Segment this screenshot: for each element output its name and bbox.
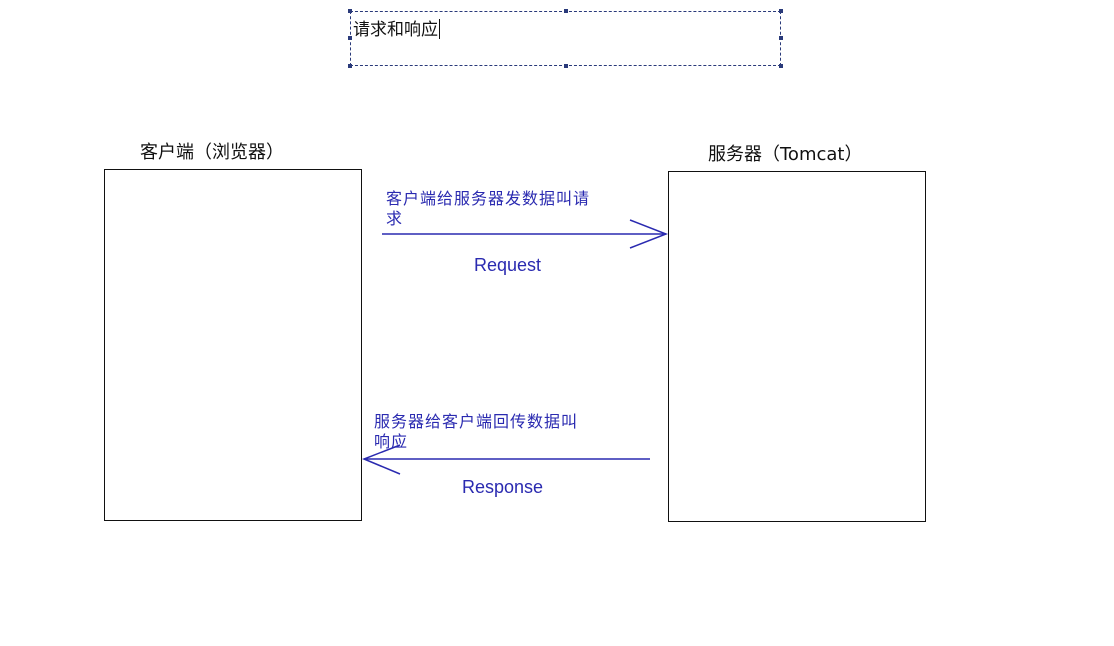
server-box[interactable] [668, 171, 926, 522]
response-description-line1: 服务器给客户端回传数据叫 [374, 412, 579, 431]
diagram-title-label: 请求和响应 [353, 20, 438, 40]
response-arrow[interactable] [361, 444, 650, 475]
text-cursor [439, 19, 440, 39]
response-description-line2: 响应 [374, 432, 409, 451]
request-arrow[interactable] [382, 219, 669, 249]
resize-handle-bottom-right[interactable] [779, 64, 783, 68]
resize-handle-middle-left[interactable] [348, 36, 352, 40]
resize-handle-top-left[interactable] [348, 9, 352, 13]
resize-handle-top-right[interactable] [779, 9, 783, 13]
request-description: 客户端给服务器发数据叫请 求 [386, 189, 590, 229]
request-description-line1: 客户端给服务器发数据叫请 [386, 189, 591, 208]
request-description-line2: 求 [386, 209, 404, 228]
resize-handle-bottom-left[interactable] [348, 64, 352, 68]
server-label: 服务器（Tomcat） [708, 144, 863, 165]
title-text-box[interactable]: 请求和响应 [348, 9, 783, 68]
client-box[interactable] [104, 169, 362, 521]
response-description: 服务器给客户端回传数据叫 响应 [374, 412, 578, 452]
response-label: Response [462, 477, 544, 497]
diagram-title[interactable]: 请求和响应 [353, 15, 440, 40]
request-label: Request [474, 255, 542, 275]
resize-handle-top-middle[interactable] [564, 9, 568, 13]
resize-handle-middle-right[interactable] [779, 36, 783, 40]
client-label: 客户端（浏览器） [140, 142, 284, 163]
resize-handle-bottom-middle[interactable] [564, 64, 568, 68]
